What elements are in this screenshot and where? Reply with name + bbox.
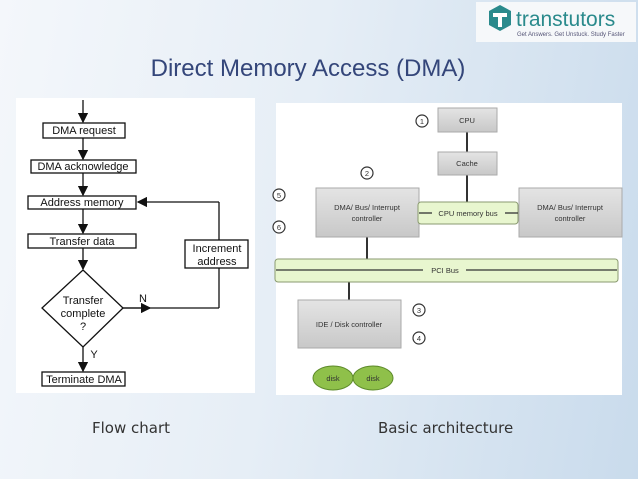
- increment-box: [184, 239, 249, 269]
- ide-label: IDE / Disk controller: [316, 320, 383, 329]
- cache-box: [437, 151, 498, 176]
- decision-label: Transfer: [63, 295, 104, 307]
- step-box: [27, 195, 137, 210]
- flowchart-labels: DMA request DMA acknowledge Address memo…: [37, 125, 241, 386]
- t-letter-glyph: [493, 13, 507, 27]
- no-label: N: [139, 293, 147, 305]
- terminate-box: [41, 371, 126, 387]
- dma-right-label: DMA/ Bus/ Interrupt: [537, 203, 604, 212]
- step-box: [42, 122, 126, 139]
- step-marker: [272, 188, 286, 202]
- cache-label: Cache: [456, 159, 478, 168]
- marker-label: 6: [277, 223, 281, 232]
- step-label: Transfer data: [49, 236, 115, 248]
- architecture-panel: [276, 103, 622, 395]
- pci-bus-label: PCI Bus: [431, 266, 459, 275]
- step-label: DMA acknowledge: [37, 161, 128, 173]
- terminate-label: Terminate DMA: [46, 374, 122, 386]
- step-label: Address memory: [40, 197, 124, 209]
- step-marker: [360, 166, 374, 180]
- step-marker: [412, 303, 426, 317]
- logo: transtutors Get Answers. Get Unstuck. St…: [476, 2, 636, 42]
- dma-controller-left: [315, 187, 420, 238]
- step-marker: [415, 114, 429, 128]
- ide-disk-controller: [297, 299, 402, 349]
- step-marker: [272, 220, 286, 234]
- step-marker: [412, 331, 426, 345]
- disk-label: disk: [366, 374, 380, 383]
- decision-label: ?: [80, 321, 86, 333]
- increment-label: address: [197, 256, 237, 268]
- step-box: [27, 233, 137, 249]
- step-label: DMA request: [52, 125, 116, 137]
- increment-label: Increment: [193, 243, 242, 255]
- marker-label: 4: [417, 334, 421, 343]
- architecture: 1 2 3 4 5 6 CPU Cache DMA/ Bus/ Interrup…: [272, 103, 623, 395]
- dma-right-label: controller: [555, 214, 586, 223]
- dma-controller-right: [518, 187, 623, 238]
- disk-icon: [352, 365, 394, 391]
- decision-label: complete: [61, 308, 106, 320]
- marker-label: 5: [277, 191, 281, 200]
- architecture-caption: Basic architecture: [378, 419, 513, 437]
- marker-label: 2: [365, 169, 369, 178]
- cpu-label: CPU: [459, 116, 475, 125]
- flowchart-caption: Flow chart: [92, 419, 170, 437]
- logo-tagline: Get Answers. Get Unstuck. Study Faster: [517, 32, 625, 38]
- dma-left-label: DMA/ Bus/ Interrupt: [334, 203, 401, 212]
- logo-wordmark: transtutors: [516, 8, 615, 31]
- marker-label: 1: [420, 117, 424, 126]
- dma-left-label: controller: [352, 214, 383, 223]
- flowchart: [16, 98, 255, 393]
- cpu-bus-label: CPU memory bus: [438, 209, 497, 218]
- disk-label: disk: [326, 374, 340, 383]
- slide-title: Direct Memory Access (DMA): [151, 55, 466, 82]
- marker-label: 3: [417, 306, 421, 315]
- cpu-box: [437, 107, 498, 133]
- yes-label: Y: [90, 349, 98, 361]
- pci-bus: [274, 258, 619, 283]
